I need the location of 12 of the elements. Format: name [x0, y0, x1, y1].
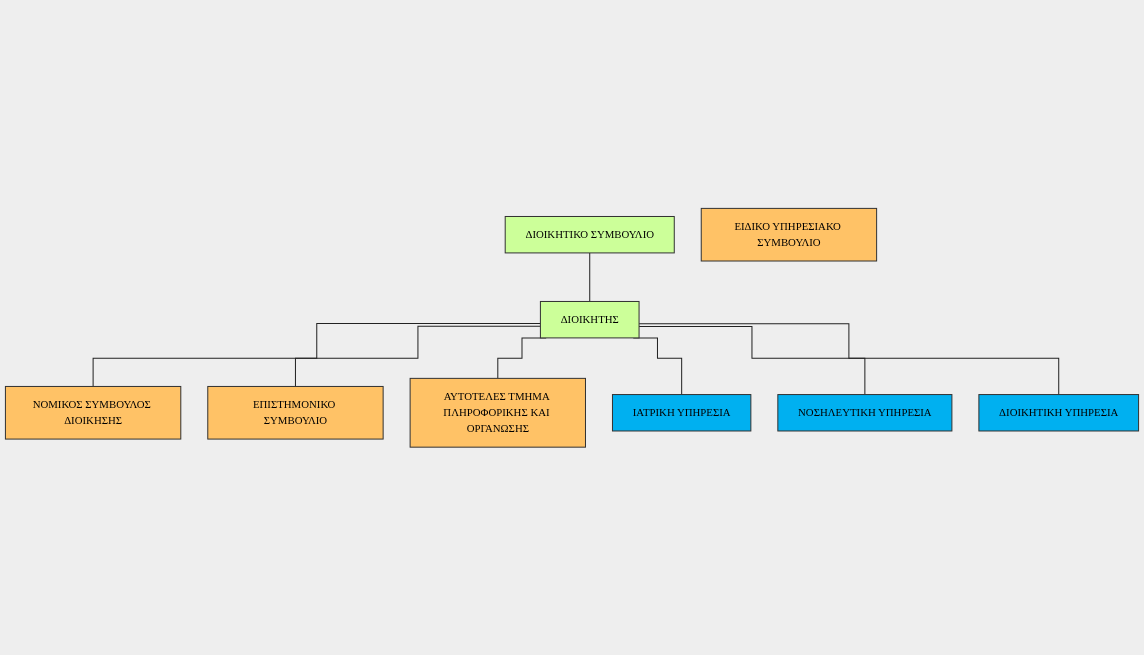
- connector: [294, 325, 541, 387]
- node-box: ΝΟΣΗΛΕΥΤΙΚΗ ΥΠΗΡΕΣΙΑ: [777, 393, 953, 432]
- node-box: ΔΙΟΙΚΗΤΙΚΗ ΥΠΗΡΕΣΙΑ: [978, 393, 1140, 432]
- node-box: ΑΥΤΟΤΕΛΕΣ ΤΜΗΜΑ ΠΛΗΡΟΦΟΡΙΚΗΣ ΚΑΙ ΟΡΓΑΝΩΣΗΣ: [409, 377, 586, 448]
- node-box: ΔΙΟΙΚΗΤΗΣ: [539, 300, 640, 339]
- node-box: ΕΠΙΣΤΗΜΟΝΙΚΟ ΣΥΜΒΟΥΛΙΟ: [207, 385, 384, 440]
- connector: [92, 322, 541, 387]
- node-box: ΕΙΔΙΚΟ ΥΠΗΡΕΣΙΑΚΟ ΣΥΜΒΟΥΛΙΟ: [700, 207, 878, 262]
- node-box: ΝΟΜΙΚΟΣ ΣΥΜΒΟΥΛΟΣ ΔΙΟΙΚΗΣΗΣ: [4, 385, 182, 440]
- connector: [589, 252, 591, 302]
- node-box: ΙΑΤΡΙΚΗ ΥΠΗΡΕΣΙΑ: [611, 393, 752, 432]
- node-box: ΔΙΟΙΚΗΤΙΚΟ ΣΥΜΒΟΥΛΙΟ: [504, 215, 675, 254]
